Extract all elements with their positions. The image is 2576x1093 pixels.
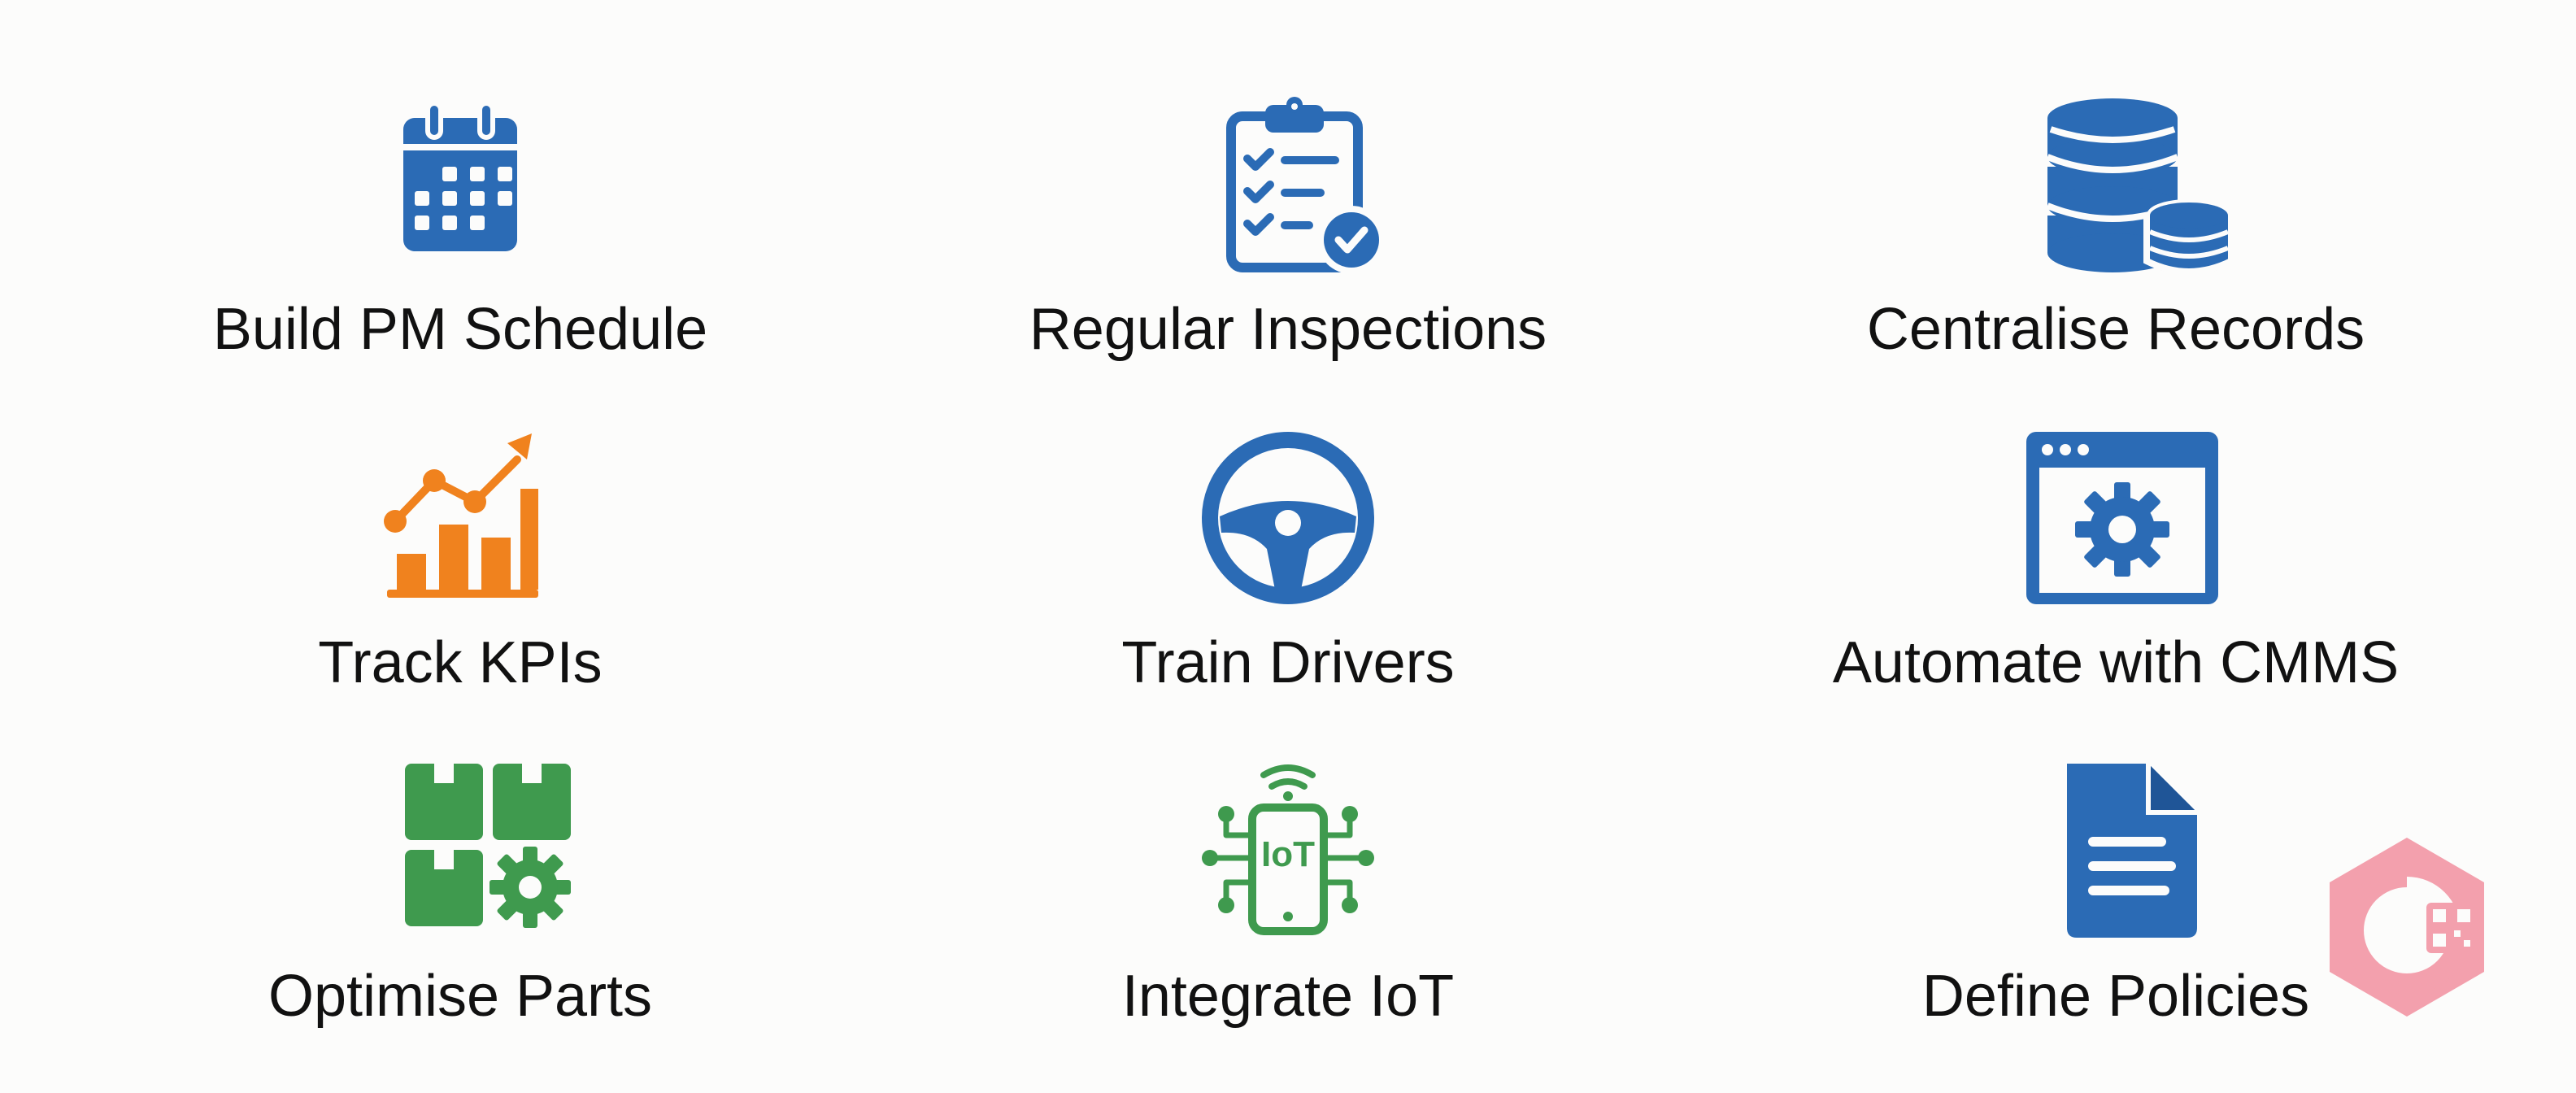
item-label: Track KPIs	[318, 630, 603, 695]
growth-chart-icon	[314, 427, 607, 622]
watermark-logo-icon	[2309, 830, 2504, 1025]
item-label: Train Drivers	[1121, 630, 1455, 695]
item-label: Regular Inspections	[1029, 297, 1547, 362]
item-optimise-parts: Optimise Parts	[62, 760, 859, 1093]
item-label: Build PM Schedule	[212, 297, 708, 362]
policy-document-icon	[1969, 760, 2262, 956]
calendar-icon	[314, 94, 607, 289]
item-train-drivers: Train Drivers	[890, 427, 1686, 769]
clipboard-checklist-icon	[1142, 94, 1434, 289]
item-label: Centralise Records	[1866, 297, 2365, 362]
item-track-kpis: Track KPIs	[62, 427, 859, 769]
iot-device-icon: IoT	[1142, 760, 1434, 956]
item-define-policies: Define Policies	[1717, 760, 2514, 1093]
iot-icon-text: IoT	[1261, 834, 1315, 874]
steering-wheel-icon	[1142, 427, 1434, 622]
item-label: Define Policies	[1921, 964, 2310, 1029]
item-centralise-records: Centralise Records	[1717, 94, 2514, 435]
browser-gear-icon	[1969, 427, 2262, 622]
database-icon	[1969, 94, 2262, 289]
item-build-pm-schedule: Build PM Schedule	[62, 94, 859, 435]
item-integrate-iot: IoT Integrate IoT	[890, 760, 1686, 1093]
item-label: Integrate IoT	[1121, 964, 1455, 1029]
item-regular-inspections: Regular Inspections	[890, 94, 1686, 435]
item-label: Automate with CMMS	[1832, 630, 2400, 695]
parts-boxes-gear-icon	[314, 760, 607, 956]
item-automate-with-cmms: Automate with CMMS	[1717, 427, 2514, 769]
item-label: Optimise Parts	[268, 964, 653, 1029]
